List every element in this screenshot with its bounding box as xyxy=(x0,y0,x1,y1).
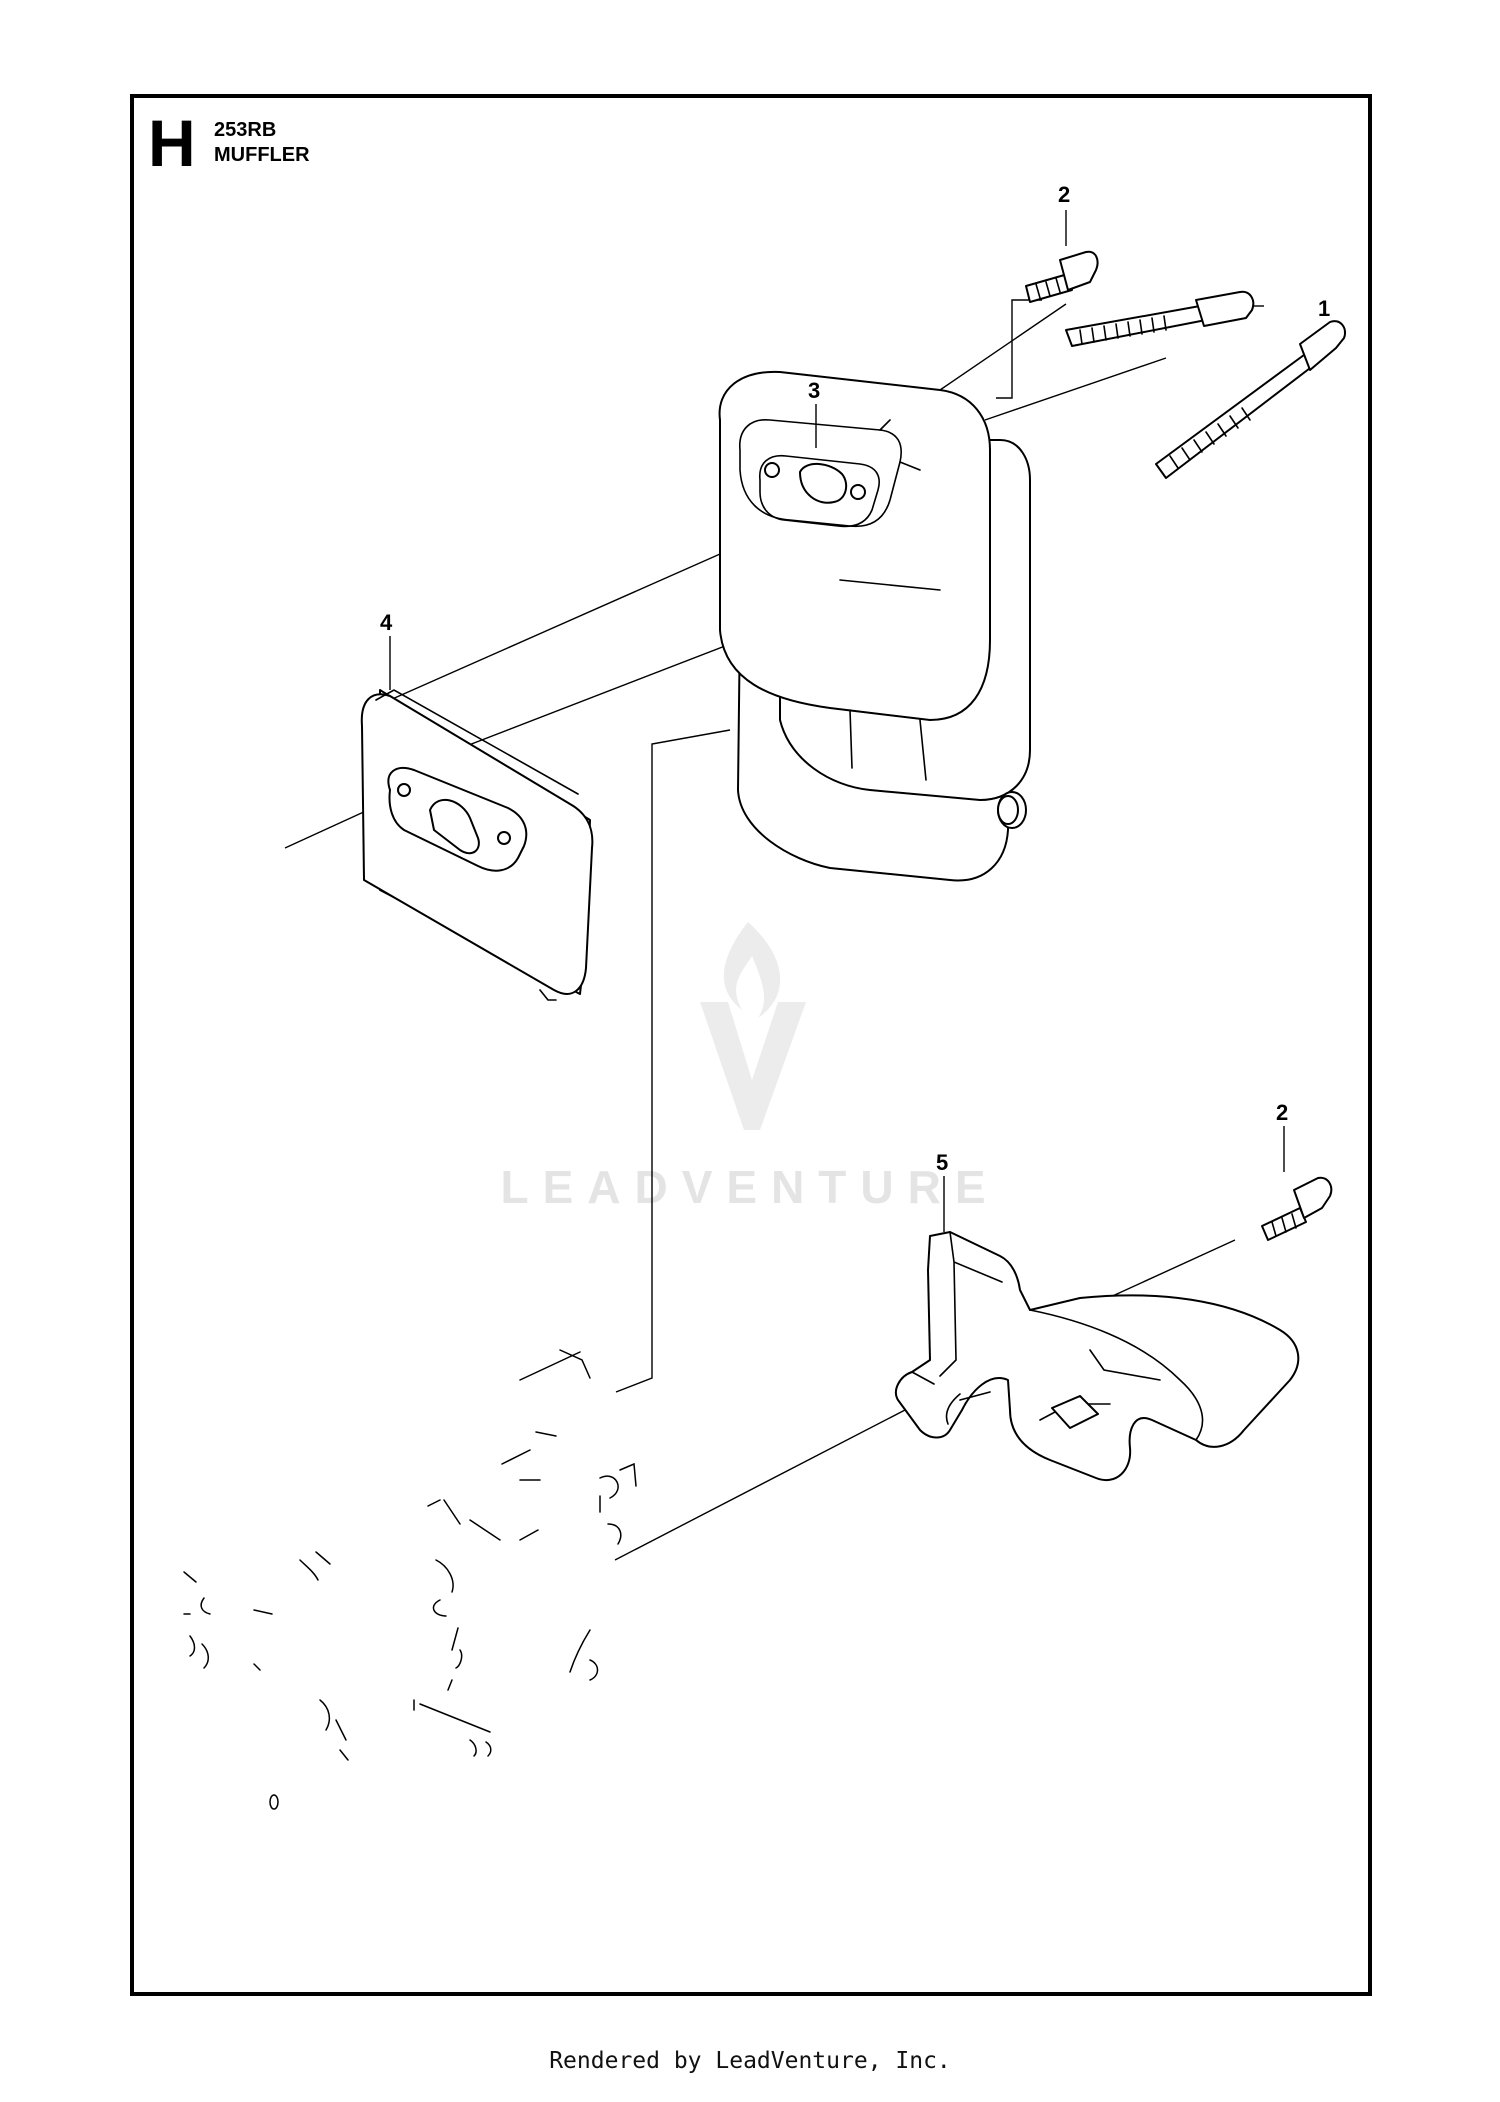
section-letter: H xyxy=(148,106,196,180)
model-number: 253RB xyxy=(214,119,277,141)
callout-2-top: 2 xyxy=(1058,182,1071,207)
diagram-frame xyxy=(130,94,1372,1996)
callout-2-bottom: 2 xyxy=(1276,1100,1289,1125)
section-title: MUFFLER xyxy=(214,144,310,166)
heat-shield xyxy=(894,1231,1300,1481)
long-bolt-lower xyxy=(1155,320,1346,479)
callout-3: 3 xyxy=(808,378,821,403)
callout-1: 1 xyxy=(1318,296,1331,321)
screw-bottom xyxy=(1261,1176,1333,1241)
footer-credit: Rendered by LeadVenture, Inc. xyxy=(549,2048,951,2074)
gasket-plate xyxy=(360,689,594,1001)
muffler-body xyxy=(718,370,1031,882)
callout-4: 4 xyxy=(380,610,393,635)
callout-5: 5 xyxy=(936,1150,949,1175)
long-bolt-upper xyxy=(1065,290,1255,347)
watermark-text: LEADVENTURE xyxy=(500,1161,1000,1213)
engine-sketch xyxy=(183,1349,637,1810)
flame-v-logo-icon xyxy=(700,922,806,1130)
screw-top xyxy=(1025,250,1099,303)
